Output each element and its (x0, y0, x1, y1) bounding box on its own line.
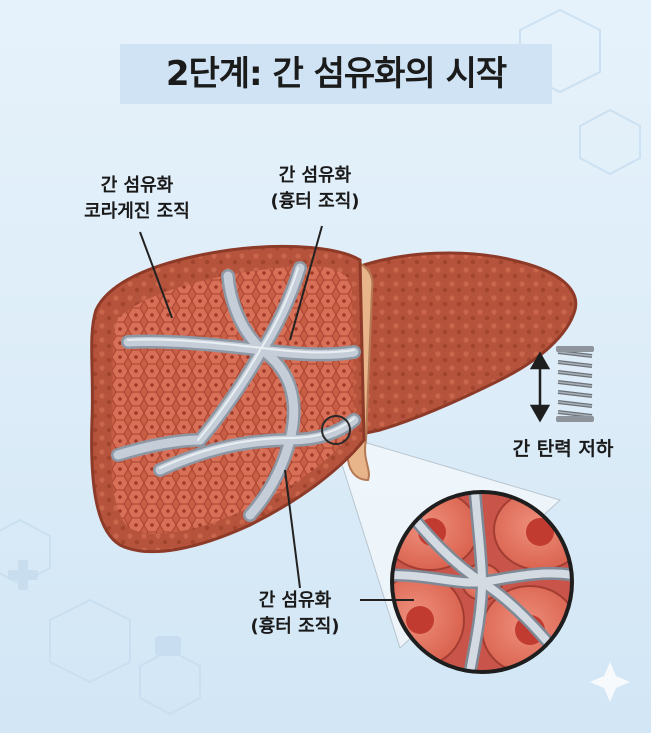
label-fibrosis-top: 간 섬유화 (흉터 조직) (240, 163, 390, 215)
label-fibrosis-top-line2: (흉터 조직) (270, 191, 360, 212)
label-fibrosis-bottom: 간 섬유화 (흉터 조직) (220, 588, 370, 640)
magnify-source (321, 415, 351, 445)
double-arrow-icon (529, 351, 551, 423)
label-collagen-line2: 코라게진 조직 (84, 201, 190, 222)
page-title: 2단계: 간 섬유화의 시작 (165, 54, 507, 94)
spring-icon (556, 346, 594, 422)
fibrosis-bands (111, 261, 361, 522)
title-band (120, 44, 552, 104)
label-fibrosis-top-line1: 간 섬유화 (278, 165, 352, 186)
label-fibrosis-bottom-line1: 간 섬유화 (258, 590, 332, 611)
label-collagen: 간 섬유화 코라게진 조직 (52, 173, 222, 225)
zoom-circle (392, 492, 572, 672)
label-elasticity: 간 탄력 저하 (512, 438, 614, 460)
liver-right-lobe (348, 251, 578, 438)
leader-lines (139, 225, 414, 601)
label-fibrosis-bottom-line2: (흉터 조직) (250, 616, 340, 637)
label-collagen-line1: 간 섬유화 (100, 175, 174, 196)
